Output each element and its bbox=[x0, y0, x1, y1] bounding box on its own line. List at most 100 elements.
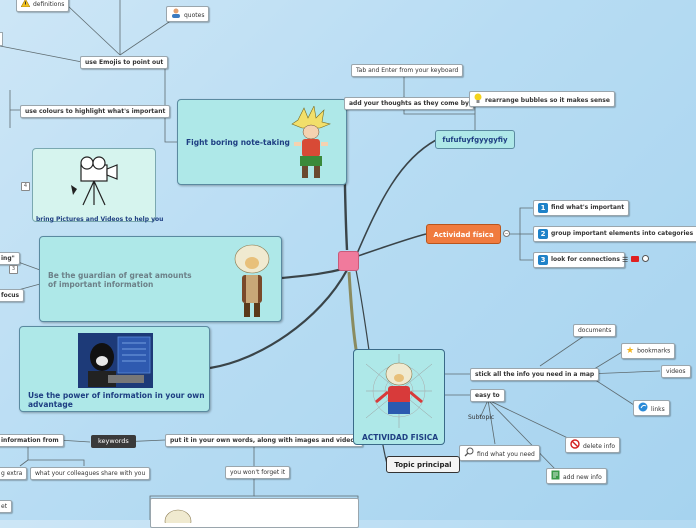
number-two-icon: 2 bbox=[538, 228, 548, 239]
topic-fight-label: Fight boring note-taking bbox=[186, 138, 290, 147]
leaf-info-from[interactable]: information from bbox=[0, 434, 64, 447]
topic-fight-note-taking[interactable]: Fight boring note-taking bbox=[177, 99, 347, 185]
clock-icon[interactable] bbox=[642, 255, 649, 262]
number-three-icon: 3 bbox=[538, 254, 548, 265]
leaf-extra-label: g extra bbox=[1, 470, 23, 477]
leaf-extra[interactable]: g extra bbox=[0, 467, 28, 480]
topic-fufu-label: fufufuyfgyygyfiy bbox=[442, 136, 508, 144]
keywords-node[interactable]: keywords bbox=[91, 435, 136, 448]
add-document-icon bbox=[551, 470, 560, 485]
leaf-use-emojis[interactable]: use Emojis to point out bbox=[80, 56, 169, 69]
collapse-badge-4[interactable]: 4 bbox=[21, 182, 30, 191]
magnifier-icon bbox=[464, 447, 474, 462]
collapse-toggle-icon[interactable]: − bbox=[503, 230, 510, 237]
leaf-own-words[interactable]: put it in your own words, along with ima… bbox=[165, 434, 364, 447]
topic-principal-label: Topic principal bbox=[394, 461, 452, 469]
topic-principal[interactable]: Topic principal bbox=[386, 456, 460, 473]
leaf-use-emojis-label: use Emojis to point out bbox=[85, 59, 164, 66]
leaf-links-label: links bbox=[651, 406, 665, 413]
topic-fufu[interactable]: fufufuyfgyygyfiy bbox=[435, 130, 515, 149]
leaf-ing[interactable]: ing" bbox=[0, 252, 20, 265]
topic-actividad-fisica-orange[interactable]: Actividad física bbox=[426, 224, 501, 244]
leaf-tab-enter[interactable]: Tab and Enter from your keyboard bbox=[351, 64, 464, 77]
leaf-connections-label: look for connections bbox=[551, 256, 620, 263]
character-wizard-icon bbox=[234, 244, 270, 317]
number-one-icon: 1 bbox=[538, 202, 548, 213]
warning-icon bbox=[20, 0, 31, 10]
leaf-stick-label: stick all the info you need in a map bbox=[475, 371, 595, 378]
video-icon[interactable] bbox=[631, 256, 639, 262]
leaf-add-new-label: add new info bbox=[563, 474, 602, 481]
leaf-forget[interactable]: you won't forget it bbox=[225, 466, 291, 479]
card-actividad-fisica[interactable]: ACTIVIDAD FISICA bbox=[353, 349, 445, 445]
leaf-focus-label: focus bbox=[1, 292, 20, 299]
leaf-rearrange[interactable]: rearrange bubbles so it makes sense bbox=[469, 91, 615, 107]
card-bottom-partial[interactable] bbox=[150, 498, 359, 528]
leaf-use-colours-label: use colours to highlight what's importan… bbox=[25, 108, 166, 115]
topic-power-label: Use the power of information in your own… bbox=[28, 391, 205, 409]
topic-guardian[interactable]: Be the guardian of great amounts of impo… bbox=[39, 236, 282, 322]
leaf-bookmarks[interactable]: ★bookmarks bbox=[621, 343, 676, 359]
notes-icon[interactable]: ☰ bbox=[622, 256, 629, 264]
spider-character-icon bbox=[366, 354, 432, 428]
character-illustration-icon bbox=[291, 106, 331, 178]
leaf-find-need-label: find what you need bbox=[477, 451, 535, 458]
leaf-forget-label: you won't forget it bbox=[230, 469, 286, 476]
character-head-icon bbox=[164, 509, 192, 523]
leaf-definitions[interactable]: definitions bbox=[16, 0, 70, 12]
leaf-easy-to[interactable]: easy to bbox=[470, 389, 505, 402]
leaf-ing-label: ing" bbox=[1, 255, 15, 262]
star-icon: ★ bbox=[626, 346, 635, 356]
leaf-add-thoughts-label: add your thoughts as they come by bbox=[349, 100, 469, 107]
leaf-rearrange-label: rearrange bubbles so it makes sense bbox=[485, 97, 610, 104]
topic-actividad-orange-label: Actividad física bbox=[433, 231, 494, 239]
camera-icon bbox=[71, 156, 118, 206]
card-pictures-label: bring Pictures and Videos to help you bbox=[36, 216, 164, 223]
leaf-add-thoughts[interactable]: add your thoughts as they come by bbox=[344, 97, 474, 110]
link-globe-icon bbox=[638, 402, 648, 417]
leaf-bookmarks-label: bookmarks bbox=[637, 347, 671, 355]
leaf-quotes[interactable]: quotes bbox=[166, 6, 210, 23]
leaf-documents[interactable]: documents bbox=[573, 324, 617, 337]
keywords-label: keywords bbox=[98, 437, 129, 445]
topic-guardian-label: Be the guardian of great amounts of impo… bbox=[48, 271, 192, 289]
leaf-tab-enter-label: Tab and Enter from your keyboard bbox=[356, 67, 459, 74]
leaf-et-label: et bbox=[1, 503, 8, 510]
leaf-et[interactable]: et bbox=[0, 500, 13, 513]
leaf-use-colours[interactable]: use colours to highlight what's importan… bbox=[20, 105, 171, 118]
topic-use-power[interactable]: Use the power of information in your own… bbox=[19, 326, 210, 412]
leaf-links[interactable]: links bbox=[633, 400, 670, 416]
lightbulb-icon bbox=[474, 93, 482, 108]
leaf-focus[interactable]: focus bbox=[0, 289, 25, 302]
leaf-colleagues-label: what your colleagues share with you bbox=[35, 470, 146, 477]
leaf-info-from-label: information from bbox=[1, 437, 59, 444]
subtopic-label[interactable]: Subtopic bbox=[468, 414, 495, 421]
leaf-add-new-info[interactable]: add new info bbox=[546, 468, 607, 484]
leaf-colleagues[interactable]: what your colleagues share with you bbox=[30, 467, 151, 480]
leaf-videos-label: videos bbox=[666, 368, 686, 375]
collapse-badge-3[interactable]: 3 bbox=[9, 265, 18, 274]
leaf-stick-info[interactable]: stick all the info you need in a map bbox=[470, 368, 600, 381]
leaf-easy-label: easy to bbox=[475, 392, 500, 399]
leaf-group-label: group important elements into categories bbox=[551, 230, 694, 237]
leaf-find-need[interactable]: find what you need bbox=[459, 445, 540, 461]
edge-stub-left-top bbox=[0, 32, 3, 46]
leaf-documents-label: documents bbox=[578, 327, 612, 334]
central-node[interactable] bbox=[338, 251, 359, 271]
leaf-videos[interactable]: videos bbox=[661, 365, 691, 378]
leaf-definitions-label: definitions bbox=[33, 1, 65, 8]
card-actividad-label: ACTIVIDAD FISICA bbox=[362, 433, 439, 442]
delete-icon bbox=[570, 439, 580, 454]
leaf-own-words-label: put it in your own words, along with ima… bbox=[170, 437, 359, 444]
leaf-quotes-label: quotes bbox=[184, 12, 205, 19]
leaf-find-important-label: find what's important bbox=[551, 204, 625, 211]
leaf-delete-label: delete info bbox=[583, 443, 616, 450]
card-bring-pictures[interactable]: bring Pictures and Videos to help you bbox=[32, 148, 163, 223]
person-icon bbox=[171, 8, 181, 23]
hacker-image-icon bbox=[78, 333, 153, 388]
leaf-delete-info[interactable]: delete info bbox=[565, 437, 621, 454]
